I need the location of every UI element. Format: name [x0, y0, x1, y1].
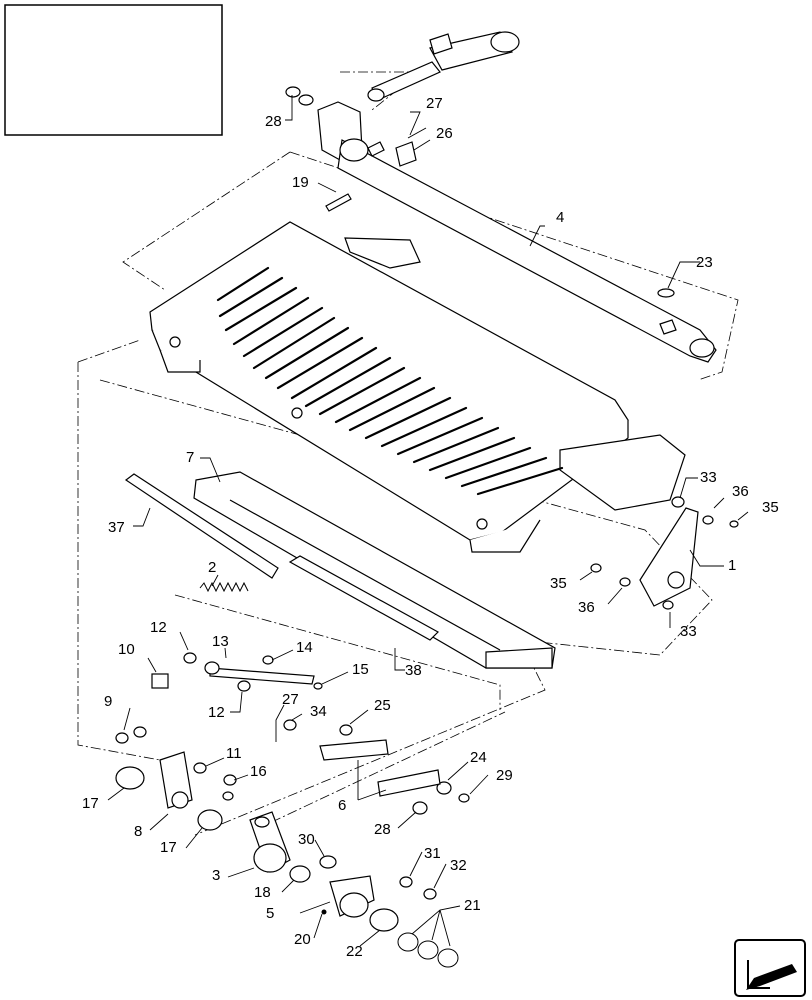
callout-2: 2: [208, 559, 216, 576]
screen-frame: [149, 221, 686, 553]
callout-37: 37: [108, 519, 125, 536]
callout-27b: 27: [282, 691, 299, 708]
callout-33b: 33: [680, 623, 697, 640]
shaft-assembly: [285, 86, 717, 363]
callout-27a: 27: [426, 95, 443, 112]
spring: [199, 581, 249, 593]
stripper-bars: [124, 471, 556, 669]
callout-38: 38: [405, 662, 422, 679]
callout-4: 4: [556, 209, 564, 226]
mounting-brackets: [319, 739, 441, 797]
next-page-arrow-icon[interactable]: [734, 939, 806, 997]
pivot-arm: [115, 751, 223, 831]
callout-22: 22: [346, 943, 363, 960]
callout-35b: 35: [550, 575, 567, 592]
leader-lines: [107, 95, 749, 947]
callout-10: 10: [118, 641, 135, 658]
callout-3: 3: [212, 867, 220, 884]
callout-30: 30: [298, 831, 315, 848]
crank-assembly: [249, 811, 459, 968]
callout-36a: 36: [732, 483, 749, 500]
callout-1: 1: [728, 557, 736, 574]
callout-7: 7: [186, 449, 194, 466]
callout-14: 14: [296, 639, 313, 656]
callout-25: 25: [374, 697, 391, 714]
callout-28a: 28: [265, 113, 282, 130]
callout-6: 6: [338, 797, 346, 814]
callout-28b: 28: [374, 821, 391, 838]
hydraulic-cylinder: [367, 31, 520, 102]
callout-23: 23: [696, 254, 713, 271]
callout-33a: 33: [700, 469, 717, 486]
callout-20: 20: [294, 931, 311, 948]
callout-26: 26: [436, 125, 453, 142]
callout-32: 32: [450, 857, 467, 874]
callout-17b: 17: [160, 839, 177, 856]
callout-5: 5: [266, 905, 274, 922]
callout-18: 18: [254, 884, 271, 901]
callout-17a: 17: [82, 795, 99, 812]
callout-24: 24: [470, 749, 487, 766]
callout-12b: 12: [208, 704, 225, 721]
callout-19: 19: [292, 174, 309, 191]
side-plate: [639, 507, 699, 607]
callout-29: 29: [496, 767, 513, 784]
callout-9: 9: [104, 693, 112, 710]
assembly-outlines: [77, 71, 739, 836]
callout-36b: 36: [578, 599, 595, 616]
hardware: [115, 496, 739, 900]
callout-15: 15: [352, 661, 369, 678]
callout-labels: 28 27 26 19 4 23 7 37 33 36 35 1 35 36 3…: [82, 95, 779, 960]
callout-35a: 35: [762, 499, 779, 516]
callout-11: 11: [226, 745, 242, 762]
callout-13: 13: [212, 633, 229, 650]
callout-34: 34: [310, 703, 327, 720]
callout-21: 21: [464, 897, 481, 914]
callout-16: 16: [250, 763, 267, 780]
empty-title-frame: [4, 4, 223, 136]
callout-31: 31: [424, 845, 441, 862]
callout-12a: 12: [150, 619, 167, 636]
callout-8: 8: [134, 823, 142, 840]
